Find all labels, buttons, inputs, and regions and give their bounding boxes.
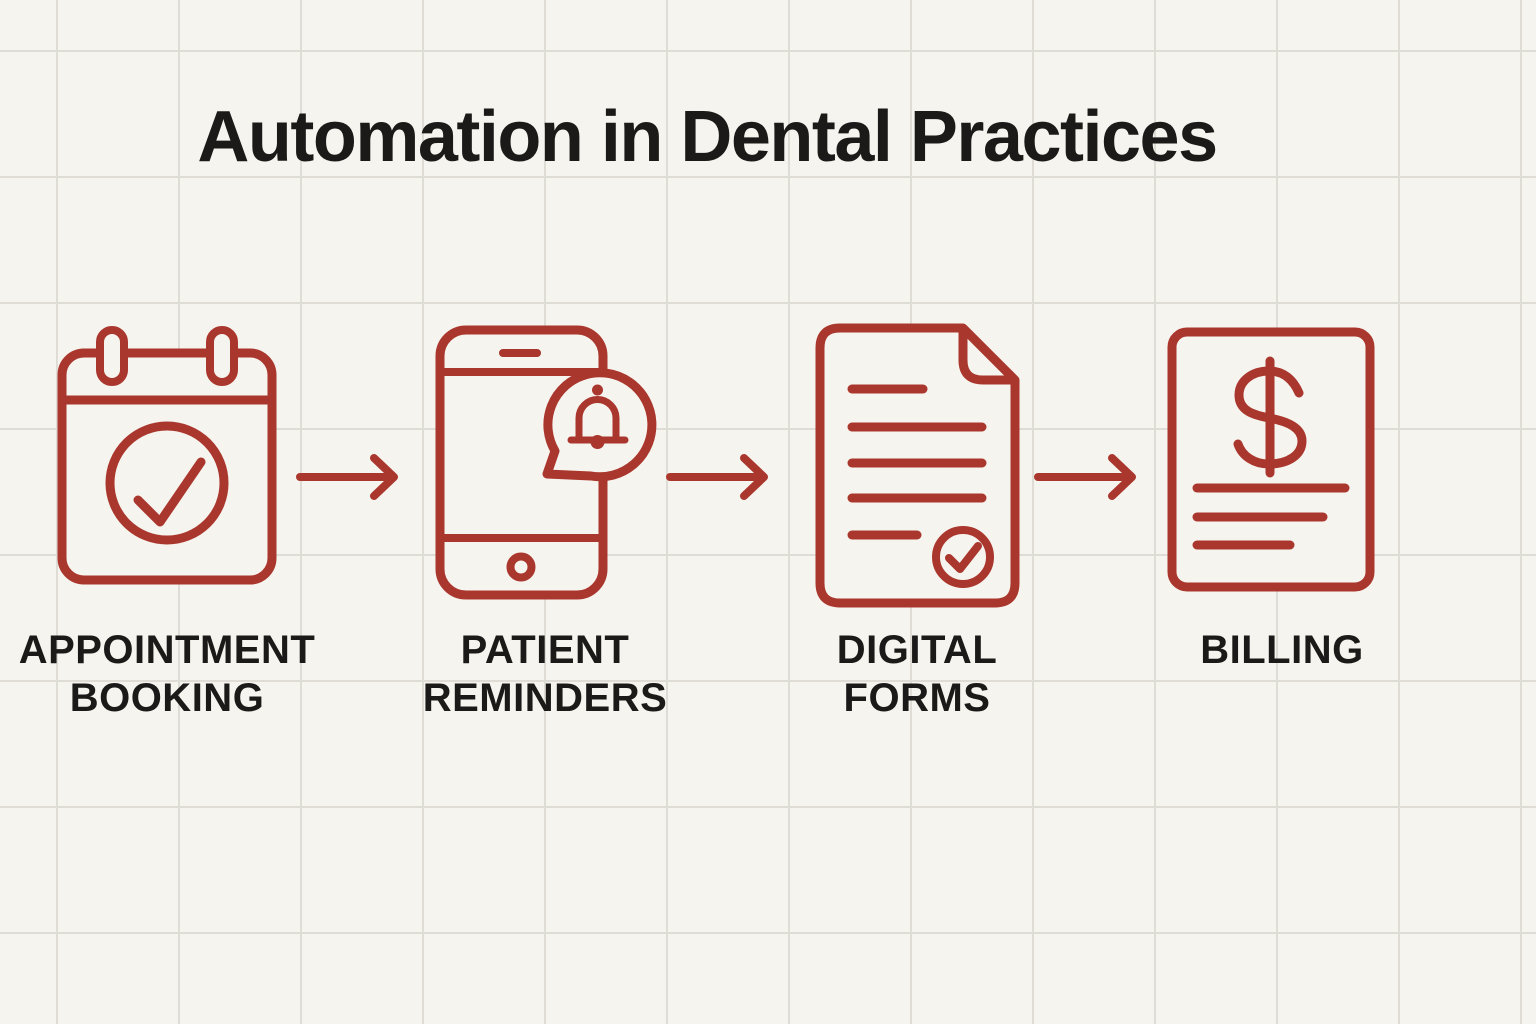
arrow-right-icon: [296, 453, 400, 501]
page-title: Automation in Dental Practices: [197, 97, 1218, 177]
document-check-icon: [815, 320, 1020, 610]
step-label-digital-forms: DIGITAL FORMS: [836, 628, 998, 720]
arrow-right-icon: [666, 453, 770, 501]
step-label-billing: BILLING: [1200, 628, 1364, 672]
arrow-right-icon: [1034, 453, 1138, 501]
calendar-check-icon: [55, 322, 290, 612]
smartphone-notification-icon: [435, 322, 665, 607]
step-label-appointment-booking: APPOINTMENT BOOKING: [18, 628, 316, 720]
invoice-dollar-icon: [1165, 325, 1375, 595]
step-label-patient-reminders: PATIENT REMINDERS: [422, 628, 668, 720]
